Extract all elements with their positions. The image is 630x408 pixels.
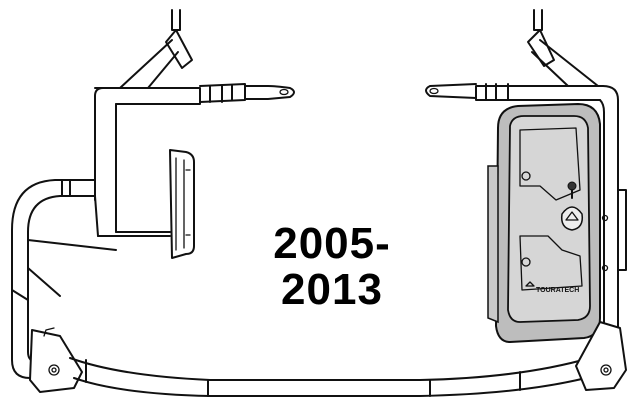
year-range-start: 2005-	[273, 219, 391, 268]
case-lid	[507, 115, 591, 323]
touratech-case: TOURATECH	[487, 102, 609, 344]
case-lock-icon	[560, 206, 584, 231]
left-rack-frame	[11, 83, 295, 379]
right-bottom-bracket	[575, 321, 627, 391]
right-strap	[527, 9, 599, 87]
right-rack-frame	[425, 83, 627, 361]
left-strap	[119, 9, 193, 89]
case-brand-text: TOURATECH	[536, 287, 579, 294]
bottom-crossbar	[69, 357, 591, 397]
left-bottom-bracket	[29, 327, 83, 393]
touratech-logo-icon	[525, 281, 535, 287]
year-range-end: 2013	[281, 265, 383, 314]
